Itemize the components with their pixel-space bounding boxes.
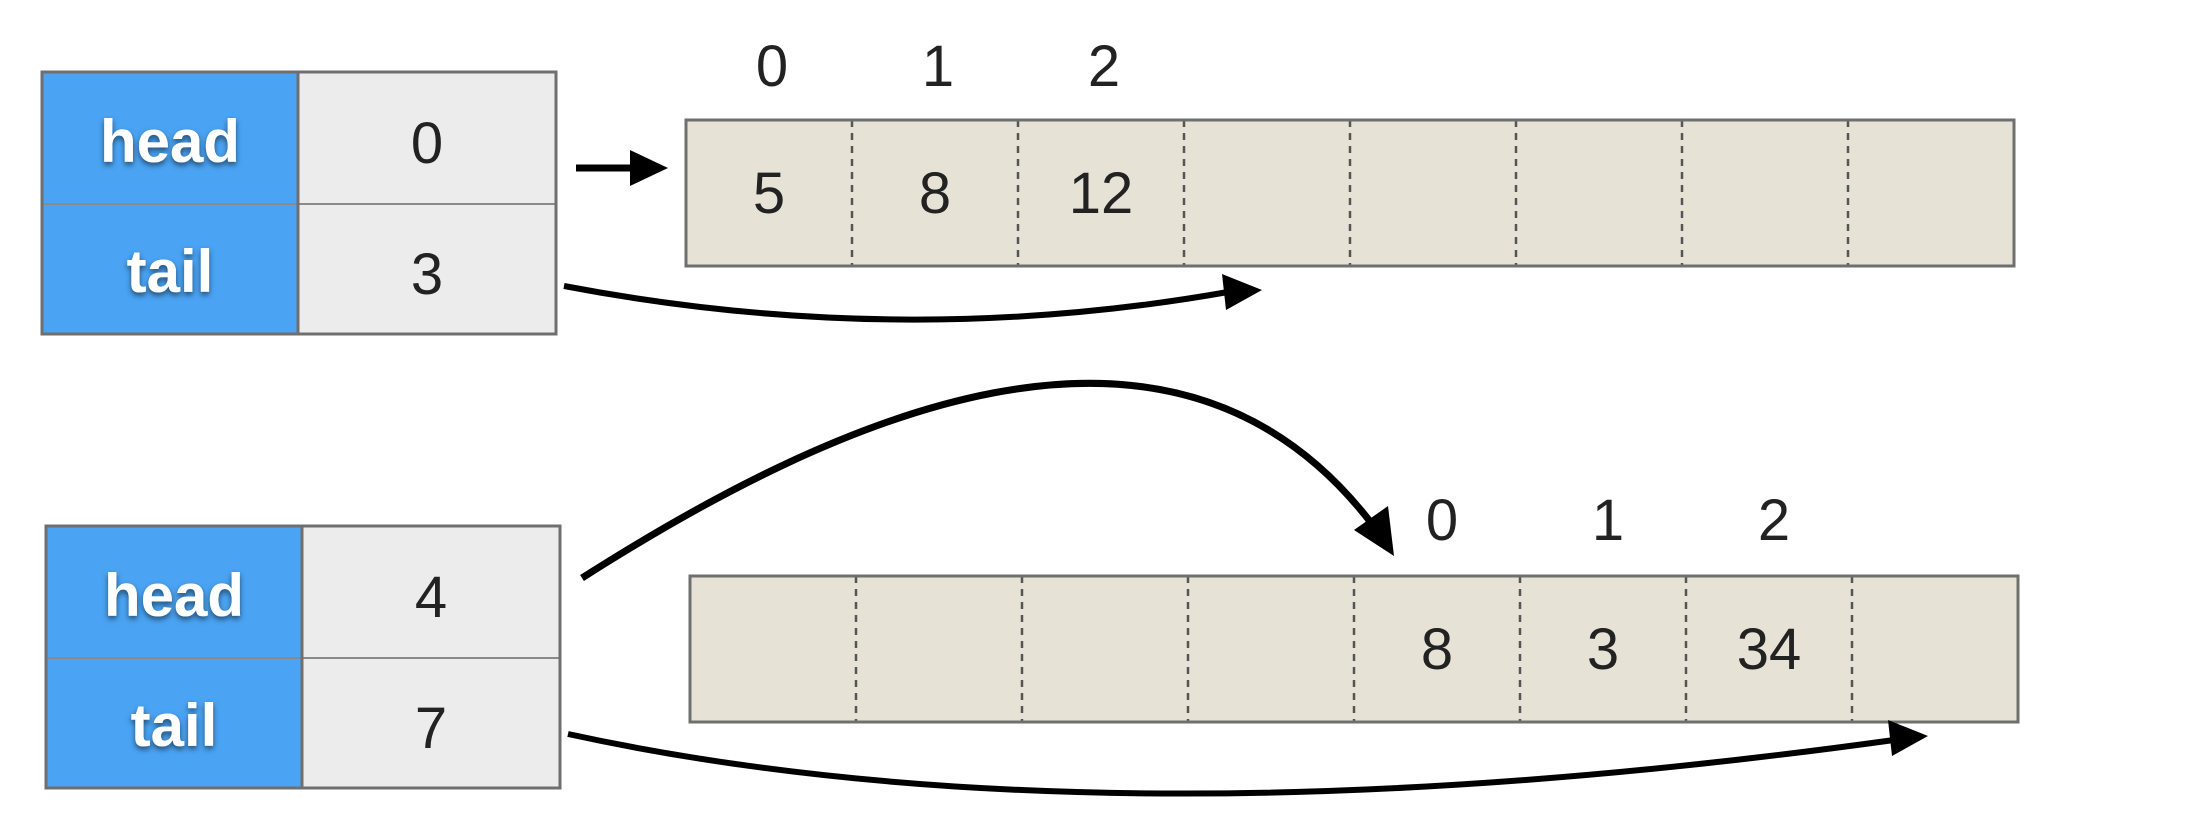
tail-label: tail	[131, 692, 218, 759]
arrow-head-icon	[1888, 720, 1928, 756]
head-value-cell	[298, 72, 556, 204]
pointer-table-1: head 0 tail 3	[40, 70, 558, 336]
index-labels-2: 0 1 2	[1426, 488, 1790, 553]
scenario-2: head 4 tail 7 8 3 34 0 1 2	[44, 379, 2020, 797]
head-value-cell	[302, 526, 560, 658]
tail-key-cell	[46, 658, 302, 788]
tail-value: 7	[415, 696, 447, 761]
buffer-array-1: 5 8 12	[684, 118, 2016, 268]
buffer-cell-value: 3	[1587, 617, 1619, 682]
arrow-head-icon	[1222, 274, 1262, 310]
buffer-cell-value: 34	[1737, 617, 1802, 682]
buffer-background	[690, 576, 2018, 722]
index-label: 1	[922, 34, 954, 99]
head-label: head	[104, 562, 244, 629]
buffer-cell-value: 5	[753, 161, 785, 226]
head-key-cell	[42, 72, 298, 204]
arrow-head-icon	[630, 150, 668, 186]
index-labels-1: 0 1 2	[756, 34, 1120, 99]
index-label: 2	[1758, 488, 1790, 553]
buffer-outline	[688, 574, 2020, 724]
buffer-cell-value: 12	[1069, 161, 1134, 226]
tail-value: 3	[411, 242, 443, 307]
arrow-head-icon	[1354, 506, 1394, 556]
tail-value-cell	[302, 658, 560, 788]
index-label: 2	[1088, 34, 1120, 99]
buffer-outline	[684, 118, 2016, 268]
head-arrow-1	[576, 150, 668, 186]
tail-arrow-2	[567, 720, 1928, 797]
index-label: 0	[1426, 488, 1458, 553]
pointer-table-2: head 4 tail 7	[44, 524, 562, 790]
buffer-cell-value: 8	[919, 161, 951, 226]
head-key-cell	[46, 526, 302, 658]
index-label: 0	[756, 34, 788, 99]
tail-label: tail	[127, 238, 214, 305]
head-value: 0	[411, 111, 443, 176]
buffer-background	[686, 120, 2014, 266]
tail-arrow-1	[563, 274, 1262, 323]
tail-key-cell	[42, 204, 298, 334]
buffer-array-2: 8 3 34	[688, 574, 2020, 724]
head-value: 4	[415, 565, 447, 630]
head-arrow-2	[580, 379, 1394, 581]
index-label: 1	[1592, 488, 1624, 553]
head-label: head	[100, 108, 240, 175]
buffer-cell-value: 8	[1421, 617, 1453, 682]
tail-value-cell	[298, 204, 556, 334]
